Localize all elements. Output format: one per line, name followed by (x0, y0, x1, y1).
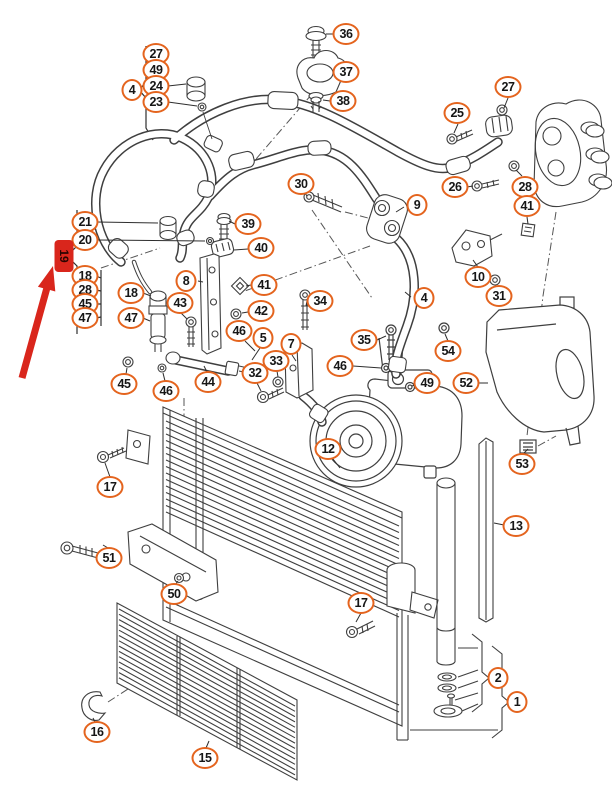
callout-47-2[interactable]: 47 (117, 307, 145, 329)
callout-28[interactable]: 28 (511, 176, 539, 198)
condenser (162, 406, 403, 727)
callout-40[interactable]: 40 (247, 237, 275, 259)
callout-10[interactable]: 10 (464, 266, 492, 288)
callout-18-2[interactable]: 18 (117, 282, 145, 304)
callout-46-2[interactable]: 46 (326, 355, 354, 377)
callout-47[interactable]: 47 (71, 307, 99, 329)
callout-4[interactable]: 4 (121, 79, 143, 101)
callout-54[interactable]: 54 (434, 340, 462, 362)
highlight-arrow (18, 266, 56, 379)
callout-9[interactable]: 9 (406, 194, 428, 216)
callout-36[interactable]: 36 (332, 23, 360, 45)
callout-43[interactable]: 43 (166, 292, 194, 314)
callout-46-3[interactable]: 46 (152, 380, 180, 402)
callout-26[interactable]: 26 (441, 176, 469, 198)
condenser-mounts (60, 429, 498, 741)
small-parts (122, 25, 612, 404)
callout-32[interactable]: 32 (241, 362, 269, 384)
callout-7[interactable]: 7 (280, 333, 302, 355)
callout-2[interactable]: 2 (487, 667, 509, 689)
shield (485, 296, 595, 454)
callout-45-2[interactable]: 45 (110, 373, 138, 395)
receiver-drier (433, 437, 510, 739)
callout-38[interactable]: 38 (329, 90, 357, 112)
callout-17-2[interactable]: 17 (347, 592, 375, 614)
refrigerant-hoses (90, 90, 503, 427)
callout-8[interactable]: 8 (175, 270, 197, 292)
callout-39[interactable]: 39 (234, 213, 262, 235)
callout-41[interactable]: 41 (513, 195, 541, 217)
callout-50[interactable]: 50 (160, 583, 188, 605)
callout-4-2[interactable]: 4 (413, 287, 435, 309)
callout-27-2[interactable]: 27 (494, 76, 522, 98)
callout-33[interactable]: 33 (262, 350, 290, 372)
callout-46[interactable]: 46 (225, 320, 253, 342)
callout-49-2[interactable]: 49 (413, 372, 441, 394)
callout-23[interactable]: 23 (142, 91, 170, 113)
callout-52[interactable]: 52 (452, 372, 480, 394)
callout-1[interactable]: 1 (506, 691, 528, 713)
callout-21[interactable]: 21 (71, 211, 99, 233)
callout-51[interactable]: 51 (95, 547, 123, 569)
callout-53[interactable]: 53 (508, 453, 536, 475)
callout-44[interactable]: 44 (194, 371, 222, 393)
callout-13[interactable]: 13 (502, 515, 530, 537)
callout-35[interactable]: 35 (350, 329, 378, 351)
callout-42[interactable]: 42 (247, 300, 275, 322)
grille (81, 602, 298, 781)
callout-37[interactable]: 37 (332, 61, 360, 83)
callout-12[interactable]: 12 (314, 438, 342, 460)
highlighted-callout-label: 19 (56, 249, 71, 263)
callout-15[interactable]: 15 (191, 747, 219, 769)
callout-41-2[interactable]: 41 (250, 274, 278, 296)
leader-lines (92, 33, 529, 749)
callout-34[interactable]: 34 (306, 290, 334, 312)
callout-25[interactable]: 25 (443, 102, 471, 124)
highlighted-callout-19[interactable]: 19 (54, 240, 74, 272)
callout-20[interactable]: 20 (71, 229, 99, 251)
callout-30[interactable]: 30 (287, 173, 315, 195)
callout-16[interactable]: 16 (83, 721, 111, 743)
callout-31[interactable]: 31 (485, 285, 513, 307)
callout-5[interactable]: 5 (252, 327, 274, 349)
callout-17[interactable]: 17 (96, 476, 124, 498)
